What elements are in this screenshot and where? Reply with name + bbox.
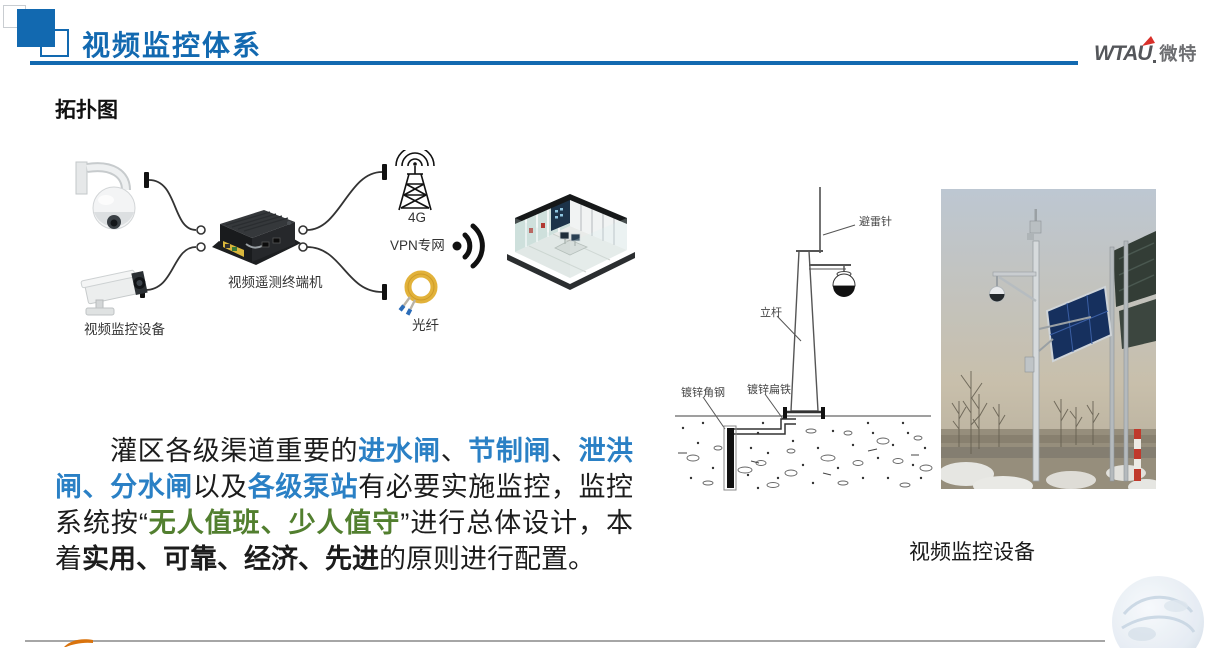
lightning-rod-label: 避雷针 (859, 216, 892, 228)
body-paragraph: 灌区各级渠道重要的进水闸、节制闸、泄洪闸、分水闸以及各级泵站有必要实施监控，监控… (55, 433, 633, 577)
pole-label: 立杆 (760, 307, 782, 319)
paragraph-run: 节制闸 (468, 436, 551, 466)
company-logo: WTAU 微特 (1094, 36, 1198, 66)
logo-flag-icon (1142, 36, 1156, 46)
installation-drawing: 避雷针 立杆 镀锌角钢 镀锌扁铁 (663, 183, 941, 495)
header-deco-square-solid (17, 9, 55, 47)
flat-iron-label: 镀锌扁铁 (747, 384, 791, 396)
terminal-label: 视频遥测终端机 (228, 275, 323, 290)
paragraph-run: 各级泵站 (247, 472, 359, 502)
paragraph-run: 、 (550, 436, 579, 466)
wifi-signal-icon (450, 220, 496, 277)
paragraph-run: 、 (440, 436, 469, 466)
vpn-label: VPN专网 (390, 238, 445, 253)
angle-steel-label: 镀锌角钢 (681, 387, 725, 399)
paragraph-run: 泄洪闸、分水闸 (55, 436, 634, 502)
photo-caption: 视频监控设备 (909, 541, 1035, 564)
dome-camera-icon (72, 158, 144, 245)
cameras-label: 视频监控设备 (84, 322, 165, 337)
fiber-coil-icon (396, 268, 444, 321)
logo-wordmark: WTAU (1094, 36, 1156, 66)
terminal-device-icon (210, 206, 303, 277)
site-photo (938, 189, 1164, 496)
logo-dot (1153, 60, 1157, 63)
control-room-image (503, 190, 640, 301)
footer-rule (25, 640, 1105, 642)
4g-tower-icon (390, 146, 440, 217)
globe-watermark (1112, 576, 1204, 648)
paragraph-run: 无人值班、少人值守 (147, 508, 401, 538)
paragraph-run: 以及 (192, 472, 248, 502)
section-heading: 拓扑图 (55, 99, 118, 122)
topology-diagram: 视频监控设备 视频遥测终端机 (60, 142, 642, 350)
paragraph-run: ”进行总体设计，本着 (55, 508, 634, 574)
paragraph-run: 进水闸 (358, 436, 441, 466)
paragraph-run: 有必要实施监控，监控系统按“ (55, 472, 634, 538)
fiber-label: 光纤 (412, 318, 439, 333)
title-underline (30, 61, 1078, 65)
logo-chinese: 微特 (1159, 44, 1198, 64)
4g-label: 4G (408, 210, 427, 225)
paragraph-run: 的原则进行配置。 (379, 544, 595, 574)
paragraph-run: 实用、可靠、经济、先进 (82, 544, 379, 574)
pole-drawing-canvas (675, 187, 933, 491)
page-title: 视频监控体系 (82, 30, 263, 61)
paragraph-run: 灌区各级渠道重要的 (55, 436, 359, 466)
footer-swoosh-icon (64, 639, 93, 647)
bullet-camera-icon (78, 262, 154, 327)
